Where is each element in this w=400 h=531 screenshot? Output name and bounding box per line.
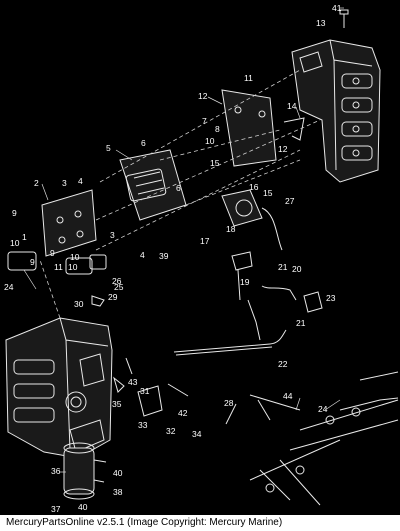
callout-label: 5	[106, 143, 111, 153]
callout-label: 40	[113, 468, 123, 478]
callout-label: 21	[278, 262, 288, 272]
callout-label: 10	[205, 136, 215, 146]
callout-label: 9	[50, 248, 55, 258]
callout-label: 12	[278, 144, 288, 154]
callout-label: 11	[54, 262, 63, 272]
callout-label: 1	[22, 232, 27, 242]
callout-label: 30	[74, 299, 84, 309]
callout-label: 15	[263, 188, 273, 198]
callout-label: 38	[113, 487, 123, 497]
callout-label: 13	[316, 18, 326, 28]
callout-label: 18	[226, 224, 236, 234]
callout-label: 37	[51, 504, 61, 514]
callout-label: 12	[198, 91, 208, 101]
callout-label: 35	[112, 399, 122, 409]
upper-block-drawing	[291, 9, 381, 183]
callout-label: 6	[141, 138, 146, 148]
callout-label: 20	[292, 264, 302, 274]
callout-label: 21	[296, 318, 306, 328]
callout-label: 15	[210, 158, 220, 168]
callout-label: 39	[159, 251, 169, 261]
callout-label: 24	[4, 282, 14, 292]
callout-label: 44	[283, 391, 293, 401]
callout-label: 24	[318, 404, 328, 414]
callout-label: 34	[192, 429, 202, 439]
callout-label: 10	[68, 262, 78, 272]
callout-label: 3	[62, 178, 67, 188]
callout-label: 27	[285, 196, 295, 206]
callout-label: 32	[166, 426, 176, 436]
callout-label: 43	[128, 377, 138, 387]
callout-label: 14	[287, 101, 297, 111]
callout-label: 10	[70, 252, 80, 262]
callout-label: 8	[215, 124, 220, 134]
callout-label: 33	[138, 420, 148, 430]
callout-label: 4	[78, 176, 83, 186]
exploded-parts-diagram: 41 13 11 12 14 7 10 8 12 5 6 15 2 3 4 6 …	[4, 3, 399, 514]
callout-label: 42	[178, 408, 188, 418]
callout-label: 6	[176, 183, 181, 193]
hose-harness-drawing	[173, 329, 399, 506]
callout-label: 17	[200, 236, 210, 246]
callout-label: 7	[202, 116, 207, 126]
callout-label: 41	[332, 3, 342, 13]
callout-label: 22	[278, 359, 288, 369]
callout-label: 40	[78, 502, 88, 512]
callout-label: 31	[140, 386, 150, 396]
callout-label: 16	[249, 182, 259, 192]
callout-label: 10	[10, 238, 20, 248]
callout-label: 36	[51, 466, 61, 476]
callout-label: 19	[240, 277, 250, 287]
lower-block-drawing	[5, 317, 113, 459]
copyright-caption: MercuryPartsOnline v2.5.1 (Image Copyrig…	[0, 515, 400, 531]
callout-label: 25	[114, 282, 124, 292]
callout-label: 9	[30, 257, 35, 267]
control-module-drawing	[119, 89, 323, 341]
callout-label: 4	[140, 250, 145, 260]
callout-label: 23	[326, 293, 336, 303]
callout-label: 2	[34, 178, 39, 188]
callout-label: 29	[108, 292, 118, 302]
starter-drawing	[63, 295, 237, 500]
alignment-lines	[39, 69, 321, 319]
callout-label: 26	[112, 276, 122, 286]
callout-label: 9	[12, 208, 17, 218]
bracket-plate-drawing	[7, 189, 107, 275]
callout-label: 3	[110, 230, 115, 240]
callout-label: 11	[244, 73, 253, 83]
callout-label: 28	[224, 398, 234, 408]
callout-labels: 41 13 11 12 14 7 10 8 12 5 6 15 2 3 4 6 …	[4, 3, 342, 514]
leader-lines	[23, 7, 344, 473]
